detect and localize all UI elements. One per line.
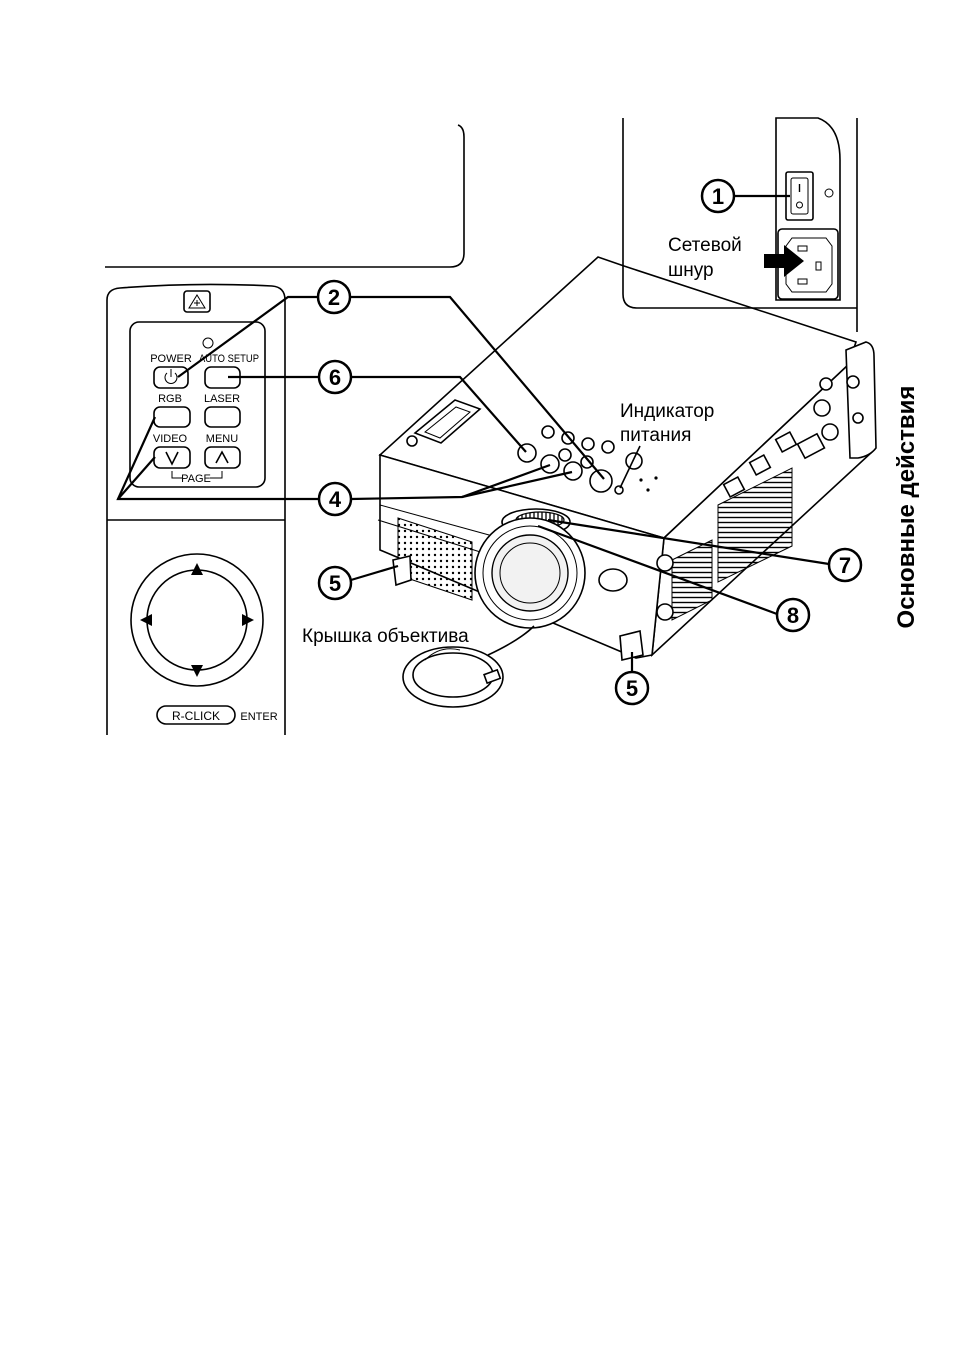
callout-6: 6 — [319, 361, 351, 393]
lens-glass — [492, 535, 568, 611]
leader-line-4 — [118, 457, 155, 499]
remote-indicator-led — [203, 338, 213, 348]
power-cord-label-line1: Сетевой — [668, 235, 742, 256]
callout-2: 2 — [318, 281, 350, 313]
menu-label: MENU — [206, 433, 238, 445]
svg-text:4: 4 — [329, 487, 342, 512]
callout-7: 7 — [829, 549, 861, 581]
projector-button — [541, 455, 559, 473]
power-indicator-label-line1: Индикатор — [620, 401, 714, 422]
projector-button — [582, 438, 594, 450]
remote-control: POWER AUTO SETUP RGB LASER VIDEO MENU PA… — [107, 284, 285, 735]
power-cord-label-line2: шнур — [668, 260, 714, 281]
callout-1: 1 — [702, 180, 734, 212]
projector-button — [602, 441, 614, 453]
power-indicator-led — [615, 486, 623, 494]
lens-cap-label: Крышка объектива — [302, 626, 469, 647]
side-bumper — [657, 555, 673, 571]
section-title-vertical: Основные действия — [893, 386, 920, 629]
leader-line-5 — [351, 566, 398, 580]
menu-page-up-button — [205, 447, 240, 468]
svg-text:1: 1 — [712, 184, 724, 209]
callout-4: 4 — [319, 483, 351, 515]
video-page-down-button — [154, 447, 190, 468]
projector-power-button — [590, 470, 612, 492]
rgb-button — [154, 407, 190, 427]
remote-power-button — [154, 367, 188, 388]
laser-label: LASER — [204, 393, 240, 405]
adjuster-foot — [393, 556, 411, 585]
main-power-switch — [786, 172, 813, 220]
laser-warning-icon — [184, 291, 210, 312]
r-click-label: R-CLICK — [172, 709, 220, 723]
projector-button — [626, 453, 642, 469]
top-marker-dot — [407, 436, 417, 446]
enter-label: ENTER — [240, 711, 277, 723]
projector-button — [542, 426, 554, 438]
four-way-arrows-icon — [131, 554, 263, 686]
svg-text:2: 2 — [328, 285, 340, 310]
svg-text:7: 7 — [839, 553, 851, 578]
rgb-label: RGB — [158, 393, 182, 405]
panel-screw — [825, 189, 833, 197]
callout-5-right: 5 — [616, 672, 648, 704]
power-indicator-label-line2: питания — [620, 425, 691, 446]
svg-text:5: 5 — [626, 676, 638, 701]
svg-text:8: 8 — [787, 603, 799, 628]
svg-text:5: 5 — [329, 571, 341, 596]
callout-8: 8 — [777, 599, 809, 631]
callout-5-left: 5 — [319, 567, 351, 599]
projector-button — [559, 449, 571, 461]
remote-sensor — [599, 569, 627, 591]
empty-note-frame — [105, 125, 464, 267]
projector — [378, 257, 876, 660]
page-label: PAGE — [181, 473, 211, 485]
power-label: POWER — [150, 353, 192, 365]
side-bumper — [657, 604, 673, 620]
video-label: VIDEO — [153, 433, 188, 445]
laser-button — [205, 407, 240, 427]
projector-button — [564, 462, 582, 480]
svg-text:6: 6 — [329, 365, 341, 390]
